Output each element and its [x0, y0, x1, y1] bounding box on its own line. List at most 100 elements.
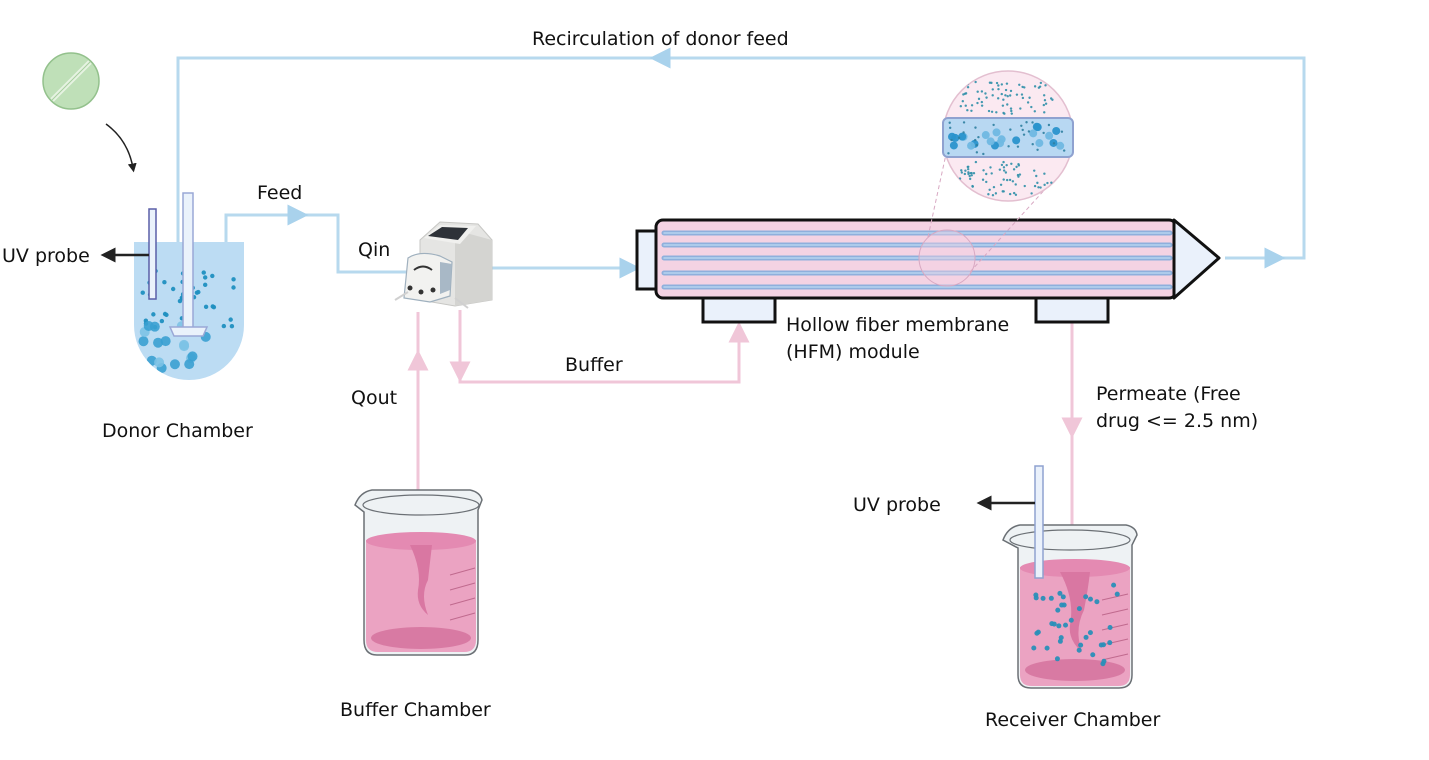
- free-drug: [1047, 123, 1051, 127]
- free-drug: [985, 172, 988, 176]
- permeated-drug: [1114, 591, 1120, 597]
- free-drug: [994, 192, 998, 195]
- free-drug: [1002, 190, 1005, 193]
- permeated-drug: [1094, 599, 1100, 605]
- permeated-drug: [1068, 617, 1074, 623]
- free-drug: [1050, 190, 1053, 193]
- free-drug: [1043, 183, 1046, 187]
- free-drug: [959, 105, 963, 108]
- bound-drug: [1033, 123, 1042, 132]
- bound-drug: [949, 141, 958, 150]
- permeated-drug: [1083, 634, 1089, 640]
- free-drug: [985, 96, 988, 99]
- free-drug: [1010, 112, 1013, 115]
- free-drug: [962, 131, 965, 134]
- free-drug: [972, 171, 976, 175]
- drug-particle: [228, 317, 233, 322]
- free-drug: [1031, 142, 1034, 146]
- drug-particle: [162, 280, 167, 285]
- free-drug: [1052, 142, 1056, 145]
- free-drug: [987, 109, 991, 113]
- free-drug: [1023, 86, 1026, 89]
- buffer-chamber-label: Buffer Chamber: [340, 699, 491, 721]
- free-drug: [1001, 104, 1005, 107]
- free-drug: [1031, 121, 1034, 124]
- drug-particle: [140, 290, 145, 295]
- bound-drug: [951, 133, 960, 142]
- free-drug: [974, 126, 977, 129]
- drug-micelle: [154, 357, 165, 368]
- free-drug: [1009, 107, 1013, 110]
- free-drug: [1002, 169, 1006, 172]
- buffer-label: Buffer: [565, 354, 623, 376]
- free-drug: [988, 188, 991, 191]
- peristaltic-pump-icon: [394, 221, 493, 309]
- free-drug: [1000, 163, 1004, 167]
- free-drug: [969, 171, 972, 175]
- free-drug: [1023, 184, 1026, 188]
- free-drug: [1008, 192, 1012, 196]
- free-drug: [948, 121, 951, 124]
- donor-uv-probe-label: UV probe: [2, 245, 90, 267]
- free-drug: [981, 178, 985, 181]
- free-drug: [1046, 181, 1049, 185]
- free-drug: [1036, 181, 1039, 185]
- permeated-drug: [1054, 656, 1060, 662]
- free-drug: [999, 183, 1003, 186]
- free-drug: [1003, 112, 1006, 115]
- qin-label: Qin: [358, 239, 390, 261]
- free-drug: [991, 194, 995, 197]
- permeate-label-line2: drug <= 2.5 nm): [1096, 410, 1258, 432]
- feed-line: [224, 204, 410, 274]
- donor-chamber-label: Donor Chamber: [102, 420, 253, 442]
- tablet-icon: [42, 52, 100, 110]
- free-drug: [967, 172, 970, 176]
- hfm-module: [635, 218, 1221, 324]
- permeated-drug: [1107, 640, 1113, 646]
- free-drug: [1033, 184, 1037, 188]
- free-drug: [1012, 191, 1016, 195]
- drug-particle: [201, 270, 206, 275]
- free-drug: [1037, 86, 1041, 89]
- free-drug: [980, 90, 984, 93]
- permeated-drug: [1063, 622, 1069, 628]
- free-drug: [990, 110, 994, 113]
- free-drug: [982, 169, 985, 172]
- free-drug: [963, 172, 967, 176]
- drug-particle: [177, 298, 183, 304]
- free-drug: [966, 167, 970, 171]
- drug-particle: [202, 282, 208, 288]
- free-drug: [970, 174, 973, 177]
- free-drug: [1004, 94, 1007, 97]
- free-drug: [1018, 173, 1022, 176]
- free-drug: [984, 92, 987, 95]
- free-drug: [1005, 82, 1009, 85]
- free-drug: [1009, 128, 1012, 131]
- free-drug: [957, 136, 961, 140]
- free-drug: [974, 160, 978, 164]
- free-drug: [1036, 148, 1039, 152]
- permeated-drug: [1059, 602, 1065, 608]
- free-drug: [1043, 172, 1046, 175]
- bound-drug: [1056, 141, 1065, 150]
- drug-particle: [202, 275, 208, 280]
- free-drug: [1006, 95, 1009, 98]
- drug-micelle: [153, 337, 164, 348]
- permeated-drug: [1078, 642, 1084, 648]
- membrane-magnified-view: [927, 70, 1074, 273]
- free-drug: [1039, 186, 1042, 189]
- drug-particle: [210, 304, 215, 309]
- feed-label: Feed: [257, 182, 302, 204]
- recirculation-label: Recirculation of donor feed: [532, 28, 789, 50]
- bound-drug: [967, 141, 976, 150]
- drug-particle: [159, 318, 165, 324]
- free-drug: [1049, 97, 1053, 100]
- free-drug: [1035, 174, 1038, 178]
- free-drug: [1010, 109, 1013, 113]
- free-drug: [1012, 168, 1016, 171]
- free-drug: [989, 166, 992, 169]
- free-drug: [1000, 83, 1004, 86]
- permeated-drug: [1101, 658, 1107, 664]
- permeated-drug: [1101, 642, 1107, 648]
